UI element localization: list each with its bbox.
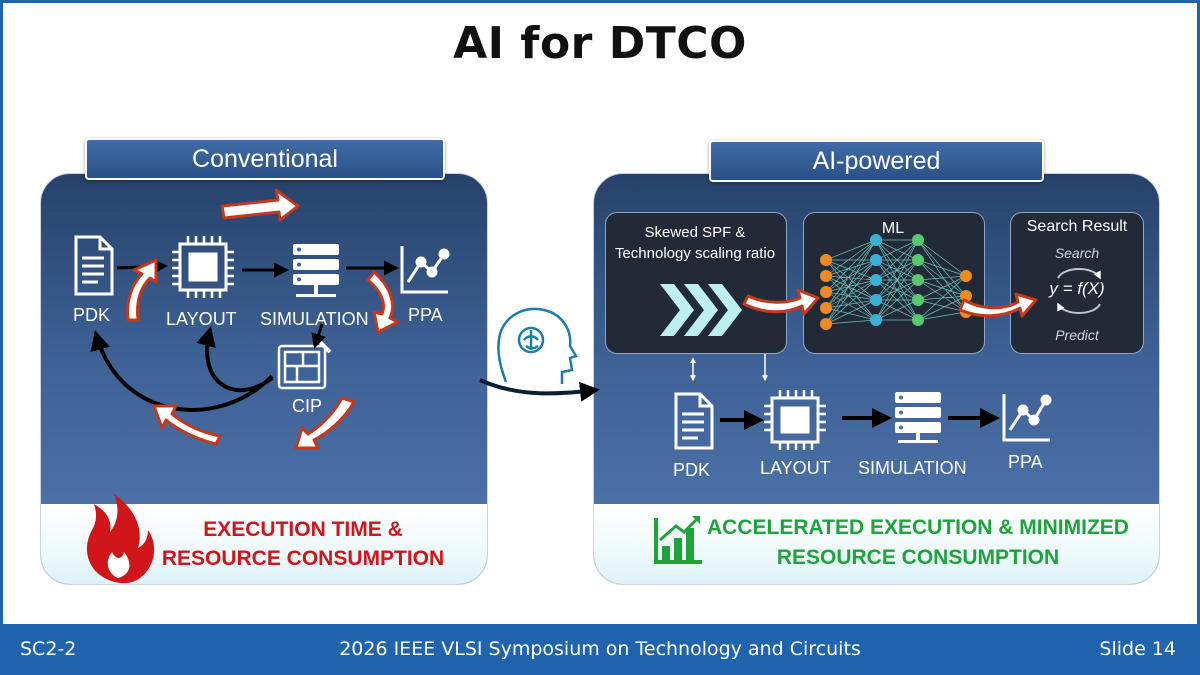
pdk-document-icon [74,235,114,296]
search-result-box [1010,212,1144,354]
ai-benefit-line2: RESOURCE CONSUMPTION [776,546,1060,569]
ai-ppa-line-chart-icon [1002,394,1052,442]
conventional-simulation-label: SIMULATION [260,309,369,329]
ai-transition-arrow [479,378,600,402]
input-connectors [690,354,768,382]
footer-slide-number: Slide 14 [1099,638,1176,660]
conventional-tab: Conventional [85,138,445,180]
conventional-cost-line2: RESOURCE CONSUMPTION [161,547,445,570]
ml-network-connections [825,239,967,325]
conventional-pdk-label: PDK [73,305,111,325]
search-label: Search [1054,245,1100,261]
ai-pdk-document-icon [674,392,714,450]
ai-benefit-line1: ACCELERATED EXECUTION & MINIMIZED [707,516,1129,539]
input-box-line2: Technology scaling ratio [614,245,776,262]
bar-chart-growth-icon [654,516,702,564]
conventional-panel [40,173,488,585]
conventional-ppa-label: PPA [408,305,443,325]
ai-layout-label: LAYOUT [760,458,831,478]
conventional-cycle-arrows [126,188,400,450]
ai-flow-black-arrows [720,408,1000,430]
conventional-cip-label: CIP [292,396,323,416]
search-predict-cycle [1057,268,1101,314]
slide-title: AI for DTCO [453,18,747,69]
ai-layout-chip-icon [764,390,826,450]
footer-session-id: SC2-2 [20,638,77,660]
conventional-cost-line1: EXECUTION TIME & [203,518,403,541]
ai-ppa-label: PPA [1008,452,1043,472]
ml-hidden-nodes-2 [912,234,924,326]
ai-simulation-server-icon [895,392,941,443]
input-box-line1: Skewed SPF & [644,224,746,241]
ml-box-label: ML [881,220,905,237]
ai-simulation-label: SIMULATION [858,458,967,478]
simulation-server-icon [293,244,339,297]
ai-brain-head-icon [497,307,578,384]
ai-powered-tab: AI-powered [709,140,1044,182]
footer-bar: SC2-2 2026 IEEE VLSI Symposium on Techno… [0,624,1200,675]
ppa-line-chart-icon [400,246,450,294]
forward-chevrons-icon [660,284,742,336]
predict-label: Predict [1055,327,1099,343]
search-result-formula: y = f(X) [1049,279,1105,298]
flame-icon [86,494,155,584]
conventional-layout-label: LAYOUT [166,309,237,329]
ai-pdk-label: PDK [673,460,711,480]
ml-input-nodes [820,254,832,330]
layout-chip-icon [172,236,234,298]
ml-hidden-nodes-1 [870,234,882,326]
search-result-title: Search Result [1026,218,1128,235]
footer-conference: 2026 IEEE VLSI Symposium on Technology a… [339,638,861,660]
cip-blueprint-icon [277,338,332,390]
ai-flow-arrows [742,288,1038,318]
